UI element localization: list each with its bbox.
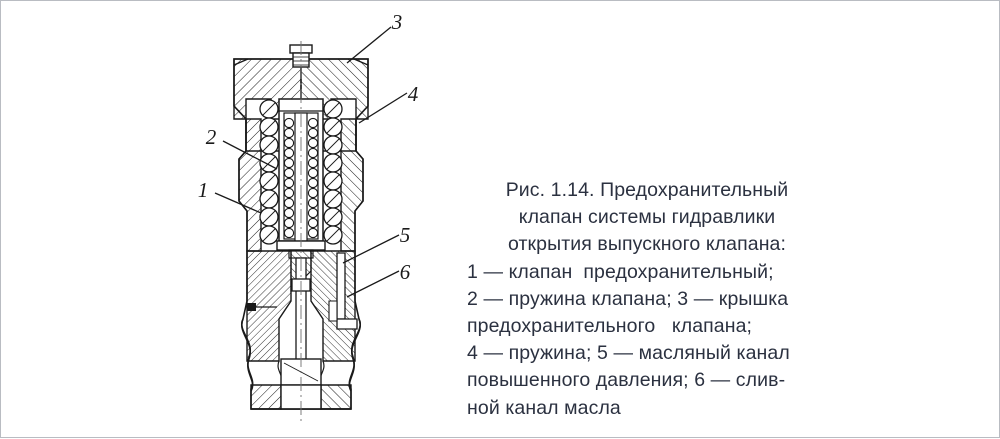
callout-1: 1 (198, 178, 209, 202)
safety-valve-cross-section-drawing: 1 2 3 4 5 6 (198, 10, 419, 425)
oil-drain-channel (328, 300, 358, 330)
caption-line: 4 — пружина; 5 — масляный канал (467, 342, 790, 365)
outer-spring-coils (259, 99, 343, 245)
leader-line-4 (358, 92, 408, 124)
caption-line: открытия выпускного клапана: (507, 233, 787, 256)
callout-5: 5 (400, 223, 411, 247)
caption-line: повышенного давления; 6 — слив- (467, 369, 786, 392)
caption-line: предохранительного клапана; (467, 315, 753, 338)
leader-line-5 (342, 234, 400, 264)
leader-line-6 (346, 270, 400, 298)
callout-2: 2 (206, 125, 217, 149)
leader-line-1 (214, 192, 262, 214)
leader-line-2 (222, 140, 278, 170)
callout-numbers: 1 2 3 4 5 6 (198, 10, 419, 284)
leader-lines (214, 26, 408, 298)
callout-3: 3 (391, 10, 403, 34)
callout-6: 6 (400, 260, 411, 284)
caption-line: клапан системы гидравлики (518, 206, 776, 229)
caption-line: 2 — пружина клапана; 3 — крышка (467, 287, 789, 310)
caption-line: ной канал масла (467, 396, 621, 419)
caption-line: 1 — клапан предохранительный; (467, 260, 774, 283)
caption-line: Рис. 1.14. Предохранительный (505, 179, 789, 201)
left-port-mark (247, 303, 277, 311)
leader-line-3 (346, 26, 392, 64)
callout-4: 4 (408, 82, 419, 106)
figure-caption: Рис. 1.14. Предохранительный клапан сист… (467, 177, 827, 422)
figure-illustration: 1 2 3 4 5 6 (151, 1, 451, 439)
inner-spring-coils (283, 117, 319, 239)
